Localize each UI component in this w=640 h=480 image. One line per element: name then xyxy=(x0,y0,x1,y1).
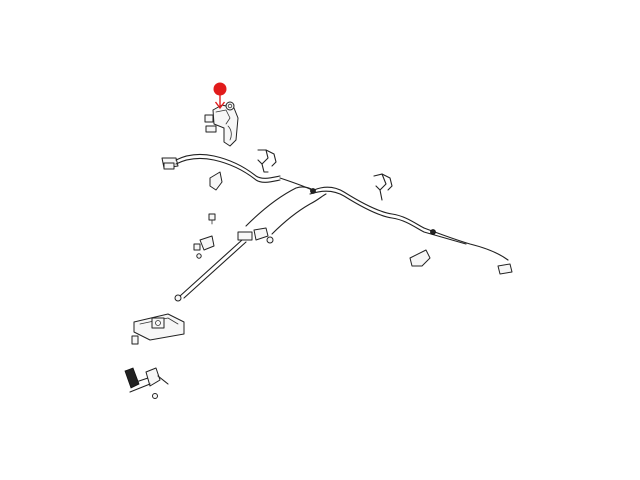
small-bracket-lower xyxy=(193,235,215,251)
long-cable-left xyxy=(245,186,327,235)
bracket-assembly xyxy=(204,101,239,147)
highlight-marker xyxy=(213,82,227,110)
rear-bracket xyxy=(409,249,431,267)
cable-clip-left xyxy=(257,149,277,173)
rear-connector xyxy=(497,263,513,275)
main-rear-cable xyxy=(309,186,509,261)
front-cable-assembly xyxy=(161,153,316,194)
small-bolt xyxy=(208,213,216,225)
red-dot-icon xyxy=(213,82,227,96)
cable-guide-bracket xyxy=(209,171,223,191)
parking-brake-base xyxy=(131,313,185,345)
equalizer-assembly xyxy=(174,227,274,302)
arrow-head-icon xyxy=(214,101,226,110)
pedal-assembly xyxy=(124,367,169,399)
cable-clip-center xyxy=(373,173,393,201)
